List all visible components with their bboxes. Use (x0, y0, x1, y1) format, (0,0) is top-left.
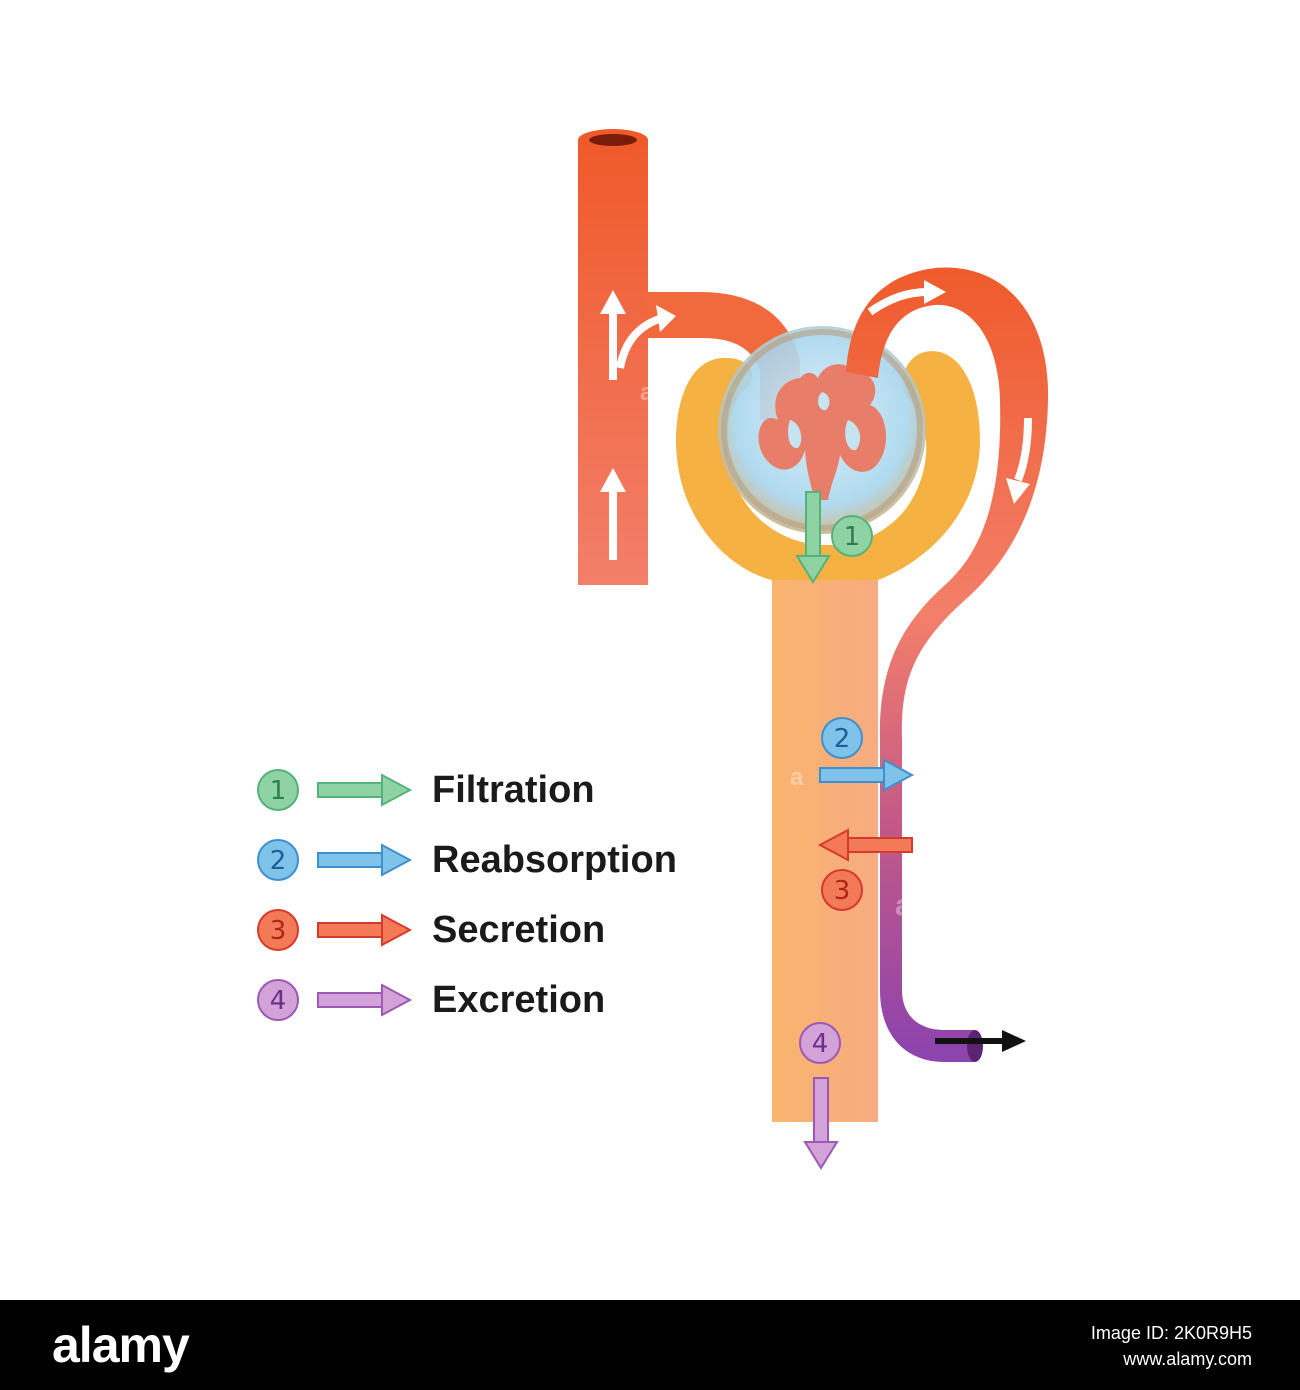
svg-text:a: a (790, 764, 804, 791)
flow-arrows (600, 280, 1032, 560)
secretion-arrow (817, 828, 913, 862)
excretion-marker: 4 (799, 1022, 841, 1064)
tuft-lumen-2 (845, 420, 861, 451)
legend-item-reabsorption: 2 Reabsorption (257, 839, 677, 881)
svg-text:3: 3 (834, 876, 851, 906)
svg-text:1: 1 (270, 776, 287, 806)
svg-text:Filtration: Filtration (432, 769, 595, 811)
brand-logo: alamy (52, 1317, 190, 1373)
outflow-arrow-icon (935, 1030, 1026, 1052)
legend-item-excretion: 4 Excretion (257, 979, 605, 1021)
legend-item-secretion: 3 Secretion (257, 909, 605, 951)
vein-opening (967, 1030, 983, 1062)
bowmans-capsule (676, 351, 980, 580)
svg-text:al: al (895, 889, 920, 922)
reabsorption-marker: 2 (821, 717, 863, 759)
reabsorption-arrow (819, 758, 915, 792)
site-url: www.alamy.com (1123, 1349, 1252, 1369)
image-id: Image ID: 2K0R9H5 (1090, 1323, 1252, 1343)
secretion-marker: 3 (821, 869, 863, 911)
svg-text:4: 4 (270, 986, 287, 1016)
legend-item-filtration: 1 Filtration (257, 769, 595, 811)
svg-text:4: 4 (812, 1029, 829, 1059)
footer-meta: Image ID: 2K0R9H5 www.alamy.com (1091, 1320, 1252, 1372)
stock-footer: alamy Image ID: 2K0R9H5 www.alamy.com (0, 1300, 1300, 1390)
svg-text:Excretion: Excretion (432, 979, 605, 1021)
efferent-vessel (846, 267, 1049, 1062)
nephron-diagram: 1 2 3 4 a a al 1 (257, 129, 1049, 1170)
artery-opening-inner (589, 134, 637, 146)
svg-text:2: 2 (834, 724, 851, 754)
svg-text:2: 2 (270, 846, 287, 876)
svg-text:Reabsorption: Reabsorption (432, 839, 677, 881)
legend: 1 Filtration 2 Reabsorption 3 Secretion … (257, 769, 677, 1021)
svg-text:1: 1 (844, 522, 861, 552)
svg-text:3: 3 (270, 916, 287, 946)
filtration-marker: 1 (831, 515, 873, 557)
tuft-lumen-3 (818, 392, 830, 411)
tuft-lumen-1 (787, 420, 802, 449)
svg-text:a: a (640, 379, 654, 406)
excretion-arrow (803, 1077, 839, 1170)
svg-text:Secretion: Secretion (432, 909, 605, 951)
filtration-arrow (795, 491, 831, 584)
glomerulus-tuft (758, 364, 887, 500)
glomerulus-ring (721, 329, 923, 531)
